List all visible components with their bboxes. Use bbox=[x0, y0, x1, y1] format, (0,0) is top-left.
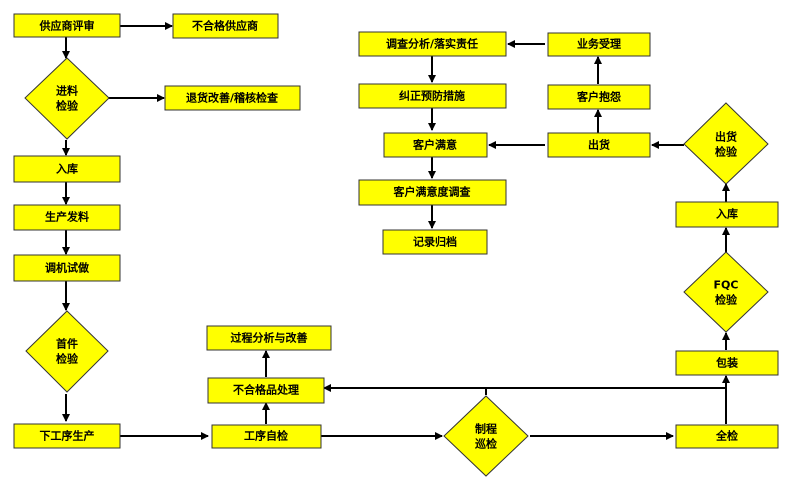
node-unqualified-supplier-label: 不合格供应商 bbox=[192, 19, 258, 33]
node-self-inspection-label: 工序自检 bbox=[244, 429, 288, 443]
node-machine-trial-label: 调机试做 bbox=[45, 261, 90, 275]
node-shipping-label: 出货 bbox=[588, 138, 610, 152]
node-supplier-eval: 供应商评审 bbox=[13, 13, 121, 38]
node-process-analysis-label: 过程分析与改善 bbox=[231, 331, 308, 345]
node-first-article: 首件 检验 bbox=[25, 310, 109, 393]
node-satisfied: 客户满意 bbox=[383, 132, 488, 158]
node-packaging: 包装 bbox=[675, 350, 779, 376]
node-first-article-label-1: 首件 bbox=[56, 337, 78, 351]
node-machine-trial: 调机试做 bbox=[13, 254, 121, 282]
node-self-inspection: 工序自检 bbox=[211, 424, 322, 449]
node-production-issue: 生产发料 bbox=[13, 204, 121, 231]
node-patrol-inspection-label-2: 巡检 bbox=[475, 437, 497, 451]
node-fqc-label-2: 检验 bbox=[715, 293, 738, 307]
node-investigation: 调查分析/落实责任 bbox=[358, 31, 507, 57]
node-nonconforming-label: 不合格品处理 bbox=[233, 383, 299, 397]
node-corrective-label: 纠正预防措施 bbox=[399, 89, 465, 103]
node-complaint-label: 客户抱怨 bbox=[576, 90, 621, 104]
node-shipping: 出货 bbox=[547, 132, 651, 158]
node-complaint: 客户抱怨 bbox=[547, 84, 651, 110]
node-investigation-label: 调查分析/落实责任 bbox=[386, 37, 478, 51]
node-warehousing-1: 入库 bbox=[13, 155, 121, 183]
node-incoming-inspection-label-2: 检验 bbox=[56, 99, 79, 113]
node-fqc-label-1: FQC bbox=[714, 279, 739, 292]
edges bbox=[62, 22, 730, 440]
node-incoming-inspection: 进料 检验 bbox=[24, 57, 110, 140]
node-next-process-label: 下工序生产 bbox=[40, 429, 95, 443]
node-business-accept-label: 业务受理 bbox=[577, 37, 621, 51]
node-satisfied-label: 客户满意 bbox=[412, 138, 457, 152]
node-production-issue-label: 生产发料 bbox=[45, 210, 89, 224]
node-unqualified-supplier: 不合格供应商 bbox=[172, 13, 279, 39]
node-business-accept: 业务受理 bbox=[547, 32, 651, 57]
node-patrol-inspection-label-1: 制程 bbox=[475, 422, 497, 436]
node-full-inspection-label: 全检 bbox=[715, 429, 738, 443]
node-shipping-inspection-label-1: 出货 bbox=[715, 130, 737, 144]
node-first-article-label-2: 检验 bbox=[56, 352, 79, 366]
nodes: 供应商评审 不合格供应商 退货改善/稽核检查 入库 生产发料 调机试做 下工序生… bbox=[13, 13, 779, 477]
node-patrol-inspection: 制程 巡检 bbox=[443, 395, 529, 477]
node-records-label: 记录归档 bbox=[413, 235, 457, 249]
node-return-improve: 退货改善/稽核检查 bbox=[164, 85, 301, 111]
node-nonconforming: 不合格品处理 bbox=[207, 377, 325, 404]
node-shipping-inspection: 出货 检验 bbox=[683, 102, 769, 185]
node-records: 记录归档 bbox=[382, 229, 488, 255]
node-corrective: 纠正预防措施 bbox=[358, 83, 507, 109]
node-process-analysis: 过程分析与改善 bbox=[206, 325, 332, 351]
node-full-inspection: 全检 bbox=[675, 424, 779, 449]
node-survey-label: 客户满意度调查 bbox=[393, 185, 471, 199]
node-warehousing-2: 入库 bbox=[675, 201, 779, 228]
node-supplier-eval-label: 供应商评审 bbox=[39, 19, 95, 33]
node-next-process: 下工序生产 bbox=[13, 423, 121, 449]
node-survey: 客户满意度调查 bbox=[358, 179, 507, 206]
node-incoming-inspection-label-1: 进料 bbox=[56, 84, 78, 98]
node-return-improve-label: 退货改善/稽核检查 bbox=[186, 91, 278, 105]
node-shipping-inspection-label-2: 检验 bbox=[715, 145, 738, 159]
node-warehousing-2-label: 入库 bbox=[716, 207, 738, 221]
node-warehousing-1-label: 入库 bbox=[56, 162, 78, 176]
node-packaging-label: 包装 bbox=[715, 356, 738, 370]
node-fqc: FQC 检验 bbox=[683, 251, 769, 333]
